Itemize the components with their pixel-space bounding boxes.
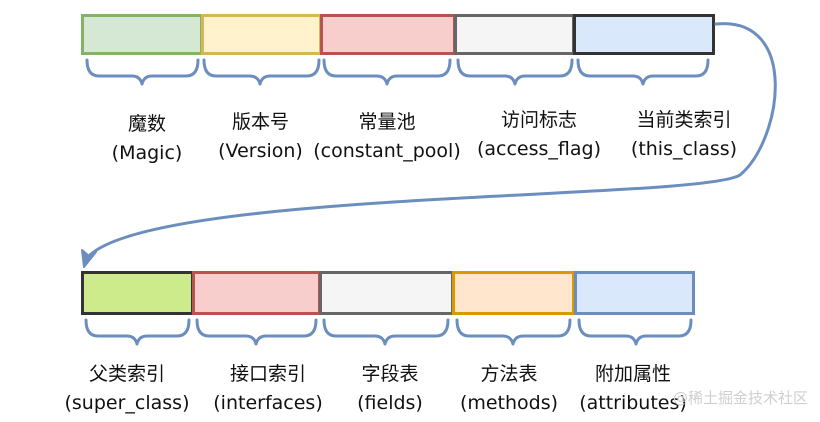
label-attributes: 附加属性 (attributes) [568, 360, 698, 418]
label-super-class-cn: 父类索引 [88, 363, 165, 385]
box-version [201, 14, 322, 55]
label-super-class: 父类索引 (super_class) [47, 360, 207, 418]
box-attributes [574, 271, 695, 315]
label-magic-cn: 魔数 [127, 113, 166, 135]
brace-interfaces [195, 318, 318, 346]
flow-arrow [88, 22, 777, 257]
label-magic-en: (Magic) [111, 142, 183, 164]
label-methods-cn: 方法表 [480, 363, 538, 385]
label-methods-en: (methods) [459, 392, 559, 414]
label-interfaces: 接口索引 (interfaces) [198, 360, 338, 418]
label-this-class-cn: 当前类索引 [636, 109, 732, 131]
label-constant-pool: 常量池 (constant_pool) [302, 108, 472, 166]
brace-this-class [576, 58, 710, 86]
label-fields: 字段表 (fields) [340, 360, 440, 418]
box-magic [81, 14, 203, 55]
label-fields-en: (fields) [357, 392, 423, 414]
brace-magic [85, 58, 200, 86]
box-constant-pool [320, 14, 456, 55]
brace-fields [322, 318, 450, 346]
watermark: @稀土掘金技术社区 [672, 389, 808, 407]
label-methods: 方法表 (methods) [444, 360, 574, 418]
label-version-cn: 版本号 [231, 111, 289, 133]
label-interfaces-cn: 接口索引 [229, 363, 306, 385]
brace-attributes [577, 318, 693, 346]
label-this-class-en: (this_class) [630, 138, 738, 160]
box-methods [452, 271, 575, 315]
flow-arrowhead [81, 249, 97, 268]
brace-methods [455, 318, 572, 346]
label-interfaces-en: (interfaces) [213, 392, 323, 414]
label-fields-cn: 字段表 [361, 363, 419, 385]
label-attributes-en: (attributes) [579, 392, 687, 414]
brace-access-flag [456, 58, 574, 86]
brace-super-class [84, 318, 191, 346]
label-version-en: (Version) [218, 140, 303, 162]
label-this-class: 当前类索引 (this_class) [614, 106, 754, 164]
brace-constant-pool [322, 58, 452, 86]
brace-version [202, 58, 321, 86]
label-constant-pool-en: (constant_pool) [313, 140, 461, 162]
label-version: 版本号 (Version) [203, 108, 318, 166]
box-fields [319, 271, 454, 315]
label-access-flag-en: (access_flag) [476, 138, 602, 160]
label-magic: 魔数 (Magic) [92, 110, 202, 168]
label-access-flag: 访问标志 (access_flag) [464, 106, 614, 164]
label-access-flag-cn: 访问标志 [500, 109, 577, 131]
box-super-class [81, 271, 194, 315]
label-super-class-en: (super_class) [64, 392, 190, 414]
box-interfaces [192, 271, 321, 315]
label-attributes-cn: 附加属性 [594, 363, 671, 385]
label-constant-pool-cn: 常量池 [358, 111, 416, 133]
box-this-class [573, 14, 715, 55]
